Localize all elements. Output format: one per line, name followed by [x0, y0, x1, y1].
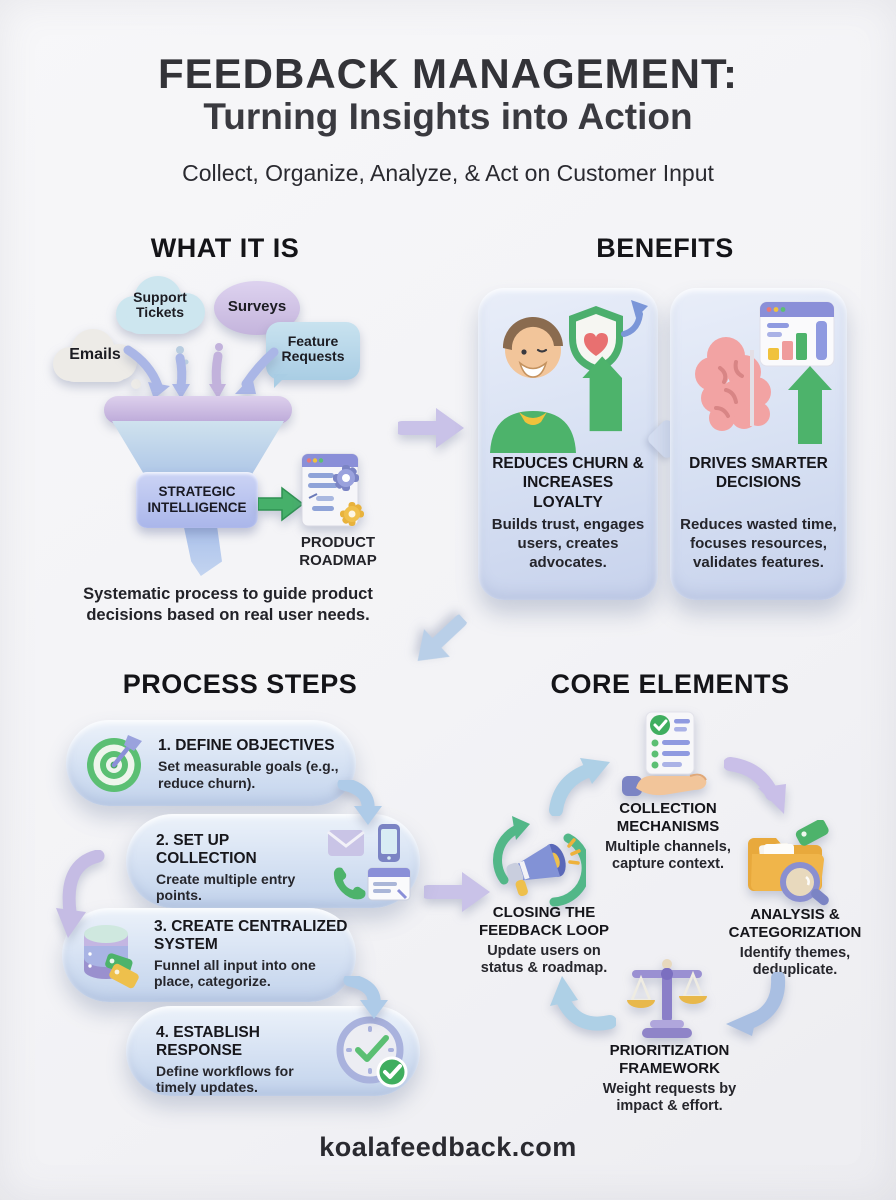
cycle-arrow-bottomleft-icon [548, 972, 616, 1038]
roadmap-window-icon [300, 452, 368, 532]
footer-site-url: koalafeedback.com [319, 1132, 577, 1162]
megaphone-loop-icon [490, 814, 586, 912]
core-item-collection: COLLECTION MECHANISMS Multiple channels,… [605, 800, 731, 873]
cycle-arrow-topright-icon [724, 756, 790, 816]
target-dart-icon [84, 733, 144, 793]
strategic-intelligence-label: STRATEGIC INTELLIGENCE [136, 472, 258, 528]
person-shield-growth-icon [478, 288, 658, 453]
benefits-heading: BENEFITS [596, 233, 734, 263]
person-icon [490, 316, 576, 453]
cloud-icon [48, 324, 142, 390]
step-arrow-1-icon [336, 780, 388, 826]
channels-icons [326, 822, 414, 902]
gear-icon [340, 502, 364, 526]
scale-icon [624, 958, 710, 1040]
block-arrow-right-icon [424, 868, 494, 916]
folder-search-icon [748, 820, 834, 910]
process-step-4: 4. ESTABLISH RESPONSE Define workflows f… [126, 1006, 420, 1096]
funnel-rim [104, 396, 292, 424]
step-title: 4. ESTABLISH RESPONSE [156, 1024, 260, 1059]
step-arrow-2-icon [52, 850, 108, 942]
process-steps-heading: PROCESS STEPS [122, 669, 358, 699]
page-tagline: Collect, Organize, Analyze, & Act on Cus… [182, 160, 714, 186]
core-elements-heading: CORE ELEMENTS [550, 669, 790, 699]
growth-arrow-icon [582, 356, 622, 432]
cloud-icon [110, 272, 210, 342]
step-body: Set measurable goals (e.g., reduce churn… [158, 757, 339, 791]
brain-analytics-icon [670, 288, 847, 453]
magnifier-icon [780, 862, 829, 906]
tag-icon [109, 963, 139, 989]
core-item-analysis: ANALYSIS & CATEGORIZATION Identify theme… [728, 906, 862, 979]
core-item-prioritization: PRIORITIZATION FRAMEWORK Weight requests… [602, 1042, 737, 1115]
step-body: Funnel all input into one place, categor… [154, 956, 316, 990]
cycle-arrow-bottomright-icon [718, 972, 786, 1038]
growth-arrow-icon [788, 366, 832, 444]
analytics-window-icon [759, 301, 835, 367]
handset-icon [333, 867, 366, 900]
tag-icon [795, 820, 829, 846]
step-title: 3. CREATE CENTRALIZED SYSTEM [154, 918, 348, 953]
gear-icon [333, 465, 359, 491]
benefit-card-churn: REDUCES CHURN & INCREASES LOYALTY Builds… [478, 288, 658, 600]
database-tags-icon [76, 920, 146, 990]
shield-heart-icon [569, 306, 623, 373]
clock-check-icon [334, 1014, 410, 1090]
cycle-arrow-topleft-icon [548, 756, 614, 816]
inflow-arrows-icon [122, 342, 282, 400]
funnel-spout [183, 524, 222, 576]
core-item-closing: CLOSING THE FEEDBACK LOOP Update users o… [478, 904, 609, 977]
mail-icon [327, 830, 365, 856]
step-title: 1. DEFINE OBJECTIVES [158, 737, 335, 754]
step-arrow-3-icon [342, 976, 394, 1020]
curved-arrow-icon [621, 300, 648, 337]
emails-cloud: Emails [48, 324, 142, 390]
page-title: FEEDBACK MANAGEMENT: [158, 50, 738, 97]
step-body: Create multiple entry points. [156, 870, 296, 904]
benefit-card-decisions: DRIVES SMARTER DECISIONS Reduces wasted … [670, 288, 847, 600]
step-body: Define workflows for timely updates. [156, 1062, 294, 1096]
green-arrow-icon [258, 486, 304, 522]
process-step-1: 1. DEFINE OBJECTIVES Set measurable goal… [66, 720, 356, 806]
hand-icon [622, 773, 707, 796]
bubble-tail [274, 374, 288, 388]
feature-requests-bubble: Feature Requests [266, 322, 360, 388]
brain-icon [695, 337, 771, 431]
block-arrow-downleft-icon [399, 602, 479, 681]
speech-bubble-icon [266, 322, 360, 380]
hand-checklist-icon [620, 710, 716, 804]
block-arrow-right-icon [398, 404, 468, 452]
phone-icon [378, 824, 400, 862]
step-title: 2. SET UP COLLECTION [156, 832, 257, 867]
browser-icon [367, 867, 411, 901]
what-it-is-heading: WHAT IT IS [150, 233, 300, 263]
page-subtitle-line: Turning Insights into Action [203, 96, 693, 137]
support-tickets-cloud: Support Tickets [110, 272, 210, 342]
product-roadmap-label: PRODUCT ROADMAP [299, 534, 377, 569]
process-step-3: 3. CREATE CENTRALIZED SYSTEM Funnel all … [62, 908, 356, 1002]
what-it-is-description: Systematic process to guide product deci… [83, 585, 373, 624]
process-step-2: 2. SET UP COLLECTION Create multiple ent… [126, 814, 420, 908]
